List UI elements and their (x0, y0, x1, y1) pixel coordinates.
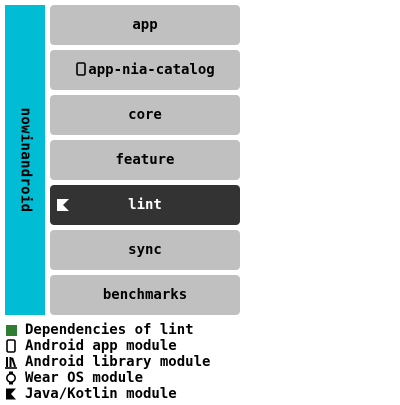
module-label: sync (128, 242, 162, 258)
legend-item-wear-os: Wear OS module (5, 370, 210, 386)
phone-icon (76, 62, 87, 76)
legend-label: Dependencies of lint (25, 322, 194, 338)
legend-item-dependencies: Dependencies of lint (5, 322, 210, 338)
legend-label: Wear OS module (25, 370, 144, 386)
module-lint[interactable]: lint (50, 185, 240, 225)
watch-icon (5, 371, 17, 385)
legend-label: Android library module (25, 354, 211, 370)
module-label: core (128, 107, 162, 123)
module-benchmarks[interactable]: benchmarks (50, 275, 240, 315)
module-label: lint (128, 197, 162, 213)
legend-item-java-kotlin: Java/Kotlin module (5, 386, 210, 402)
module-list: app app-nia-catalog core feature lint sy… (50, 5, 240, 320)
legend-label: Java/Kotlin module (25, 386, 177, 402)
legend-item-android-library: Android library module (5, 354, 210, 370)
module-label: app (132, 17, 158, 33)
project-group-bar: nowinandroid (5, 5, 45, 315)
kotlin-icon (5, 387, 17, 401)
legend-item-android-app: Android app module (5, 338, 210, 354)
module-label: feature (115, 152, 175, 168)
module-feature[interactable]: feature (50, 140, 240, 180)
kotlin-icon (57, 199, 69, 211)
project-group-label: nowinandroid (17, 107, 33, 213)
module-app[interactable]: app (50, 5, 240, 45)
module-core[interactable]: core (50, 95, 240, 135)
library-icon (5, 355, 17, 369)
module-label: benchmarks (102, 287, 188, 303)
module-label: app-nia-catalog (88, 62, 215, 78)
green-swatch-icon (5, 323, 17, 337)
legend-label: Android app module (25, 338, 177, 354)
module-sync[interactable]: sync (50, 230, 240, 270)
legend: Dependencies of lint Android app module … (5, 322, 210, 402)
module-app-nia-catalog[interactable]: app-nia-catalog (50, 50, 240, 90)
phone-icon (5, 339, 17, 353)
